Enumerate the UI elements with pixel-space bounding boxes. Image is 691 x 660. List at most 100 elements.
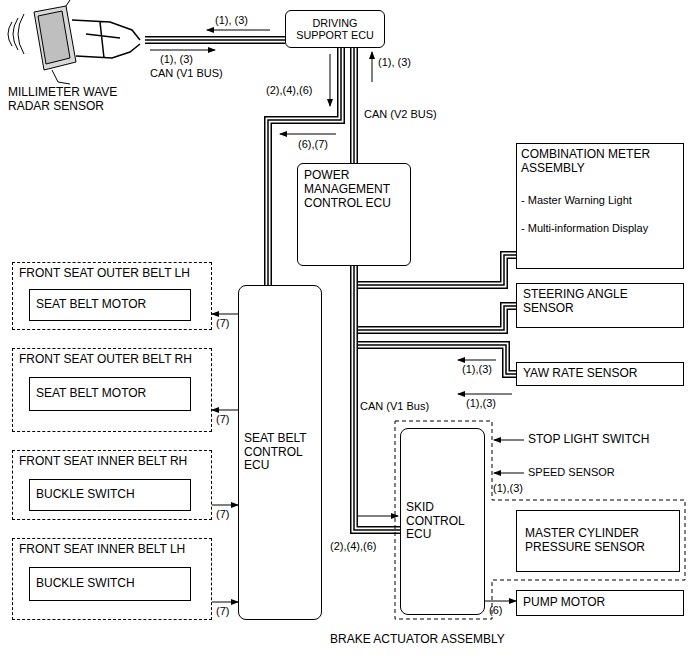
dashed-outline [395,421,685,619]
ecu-box: DRIVING SUPPORT ECU [285,10,385,48]
motor-box: SEAT BELT MOTOR [29,289,191,321]
signal-arrow [458,394,512,395]
signal-label: (1),(3) [493,482,523,495]
radar-illustration [8,0,140,84]
bus-line [354,266,400,530]
can-bus [354,255,516,285]
bus-line [354,266,516,374]
signal-label: (1),(3) [462,363,492,376]
edge-label: (7) [216,317,229,330]
node-text: FRONT SEAT OUTER BELT RH [19,353,205,367]
node-text: BUCKLE SWITCH [36,488,184,502]
signal-label: (1), (3) [215,14,248,27]
radar-face [38,11,70,64]
wire-line [485,601,516,602]
bus-line [268,48,341,285]
signal-wire [485,601,516,602]
belt-group: FRONT SEAT OUTER BELT LH SEAT BELT MOTOR [12,262,212,330]
sensor-box: YAW RATE SENSOR [516,362,684,386]
ecu-box: SEAT BELT CONTROL ECU [238,285,322,620]
node-text: BRAKE ACTUATOR ASSEMBLY [330,633,505,647]
edge-label: CAN (V1 Bus) [360,400,429,413]
belt-group: FRONT SEAT INNER BELT LH BUCKLE SWITCH [12,538,212,620]
radar-body [34,6,76,70]
signal-wire [212,505,238,506]
node-text: STEERING ANGLE SENSOR [523,288,677,316]
signal-wire [212,314,238,315]
bus-line [354,266,400,530]
radar-wave [13,18,18,50]
signal-arrows [150,30,524,516]
signal-label: (1),(3) [466,397,496,410]
wire-line [212,314,238,315]
node-text: FRONT SEAT OUTER BELT LH [19,267,205,281]
bus-line [354,255,516,285]
belt-group: FRONT SEAT INNER BELT RH BUCKLE SWITCH [12,450,212,520]
bus-line [354,266,516,374]
signal-arrow [372,52,373,82]
meter-box: COMBINATION METER ASSEMBLY- Master Warni… [516,143,684,269]
signal-label: (2),(4),(6) [266,84,312,97]
radar-wave [18,14,24,54]
signal-arrow [280,134,336,135]
signal-arrow [494,473,524,474]
wire-line [212,410,238,411]
ecu-box: POWER MANAGEMENT CONTROL ECU [297,163,411,266]
node-text: MASTER CYLINDER PRESSURE SENSOR [525,527,671,555]
radar-bracket [72,20,140,58]
node-text: MILLIMETER WAVE RADAR SENSOR [8,86,142,114]
bus-line [145,38,285,43]
signal-arrow [330,54,331,106]
motor-box: SEAT BELT MOTOR [29,377,191,411]
bus-line [268,48,341,285]
node-text: PUMP MOTOR [523,596,677,610]
signal-wire [212,410,238,411]
node-text: SEAT BELT CONTROL ECU [244,432,316,473]
signal-label: STOP LIGHT SWITCH [528,433,649,447]
signal-arrow [358,516,398,517]
signal-label: (6),(7) [298,138,328,151]
bus-line [145,36,285,44]
node-text: - Master Warning Light [521,194,679,207]
bus-line [354,255,516,285]
edge-label: CAN (V1 BUS) [150,67,223,80]
signal-label: (1), (3) [160,53,193,66]
can-bus [145,40,285,41]
node-text: SEAT BELT MOTOR [36,387,184,401]
edge-label: (6) [489,604,502,617]
bus-line [354,255,516,285]
can-bus [354,266,516,374]
signal-arrow [458,360,496,361]
bus-line [354,266,516,330]
can-bus [354,48,355,163]
node-text: FRONT SEAT INNER BELT LH [19,543,205,557]
motor-box: PUMP MOTOR [516,590,684,616]
wire-line [212,602,238,603]
node-text: SEAT BELT MOTOR [36,298,184,312]
can-bus [268,48,341,285]
belt-group: FRONT SEAT OUTER BELT RH SEAT BELT MOTOR [12,348,212,432]
signal-arrow [207,30,270,31]
bus-line [354,266,516,330]
signal-arrow [494,440,524,441]
signal-arrow [150,50,215,51]
bus-line [354,266,516,374]
node-text: SKID CONTROL ECU [406,501,479,542]
node-text: BUCKLE SWITCH [36,577,184,591]
edge-label: (7) [216,605,229,618]
edge-label: (7) [216,413,229,426]
switch-box: BUCKLE SWITCH [29,479,191,511]
bus-line [354,266,516,330]
can-bus [354,266,400,530]
node-text: POWER MANAGEMENT CONTROL ECU [304,169,404,210]
node-text: DRIVING SUPPORT ECU [286,17,384,42]
can-bus [354,266,516,330]
edge-label: CAN (V2 BUS) [364,108,437,121]
bus-line [354,266,400,530]
signal-label: (2),(4),(6) [330,540,376,553]
bus-line [268,48,341,285]
bus-line [350,48,358,163]
edge-label: (7) [216,508,229,521]
node-text: FRONT SEAT INNER BELT RH [19,455,205,469]
bus-line [145,39,285,41]
